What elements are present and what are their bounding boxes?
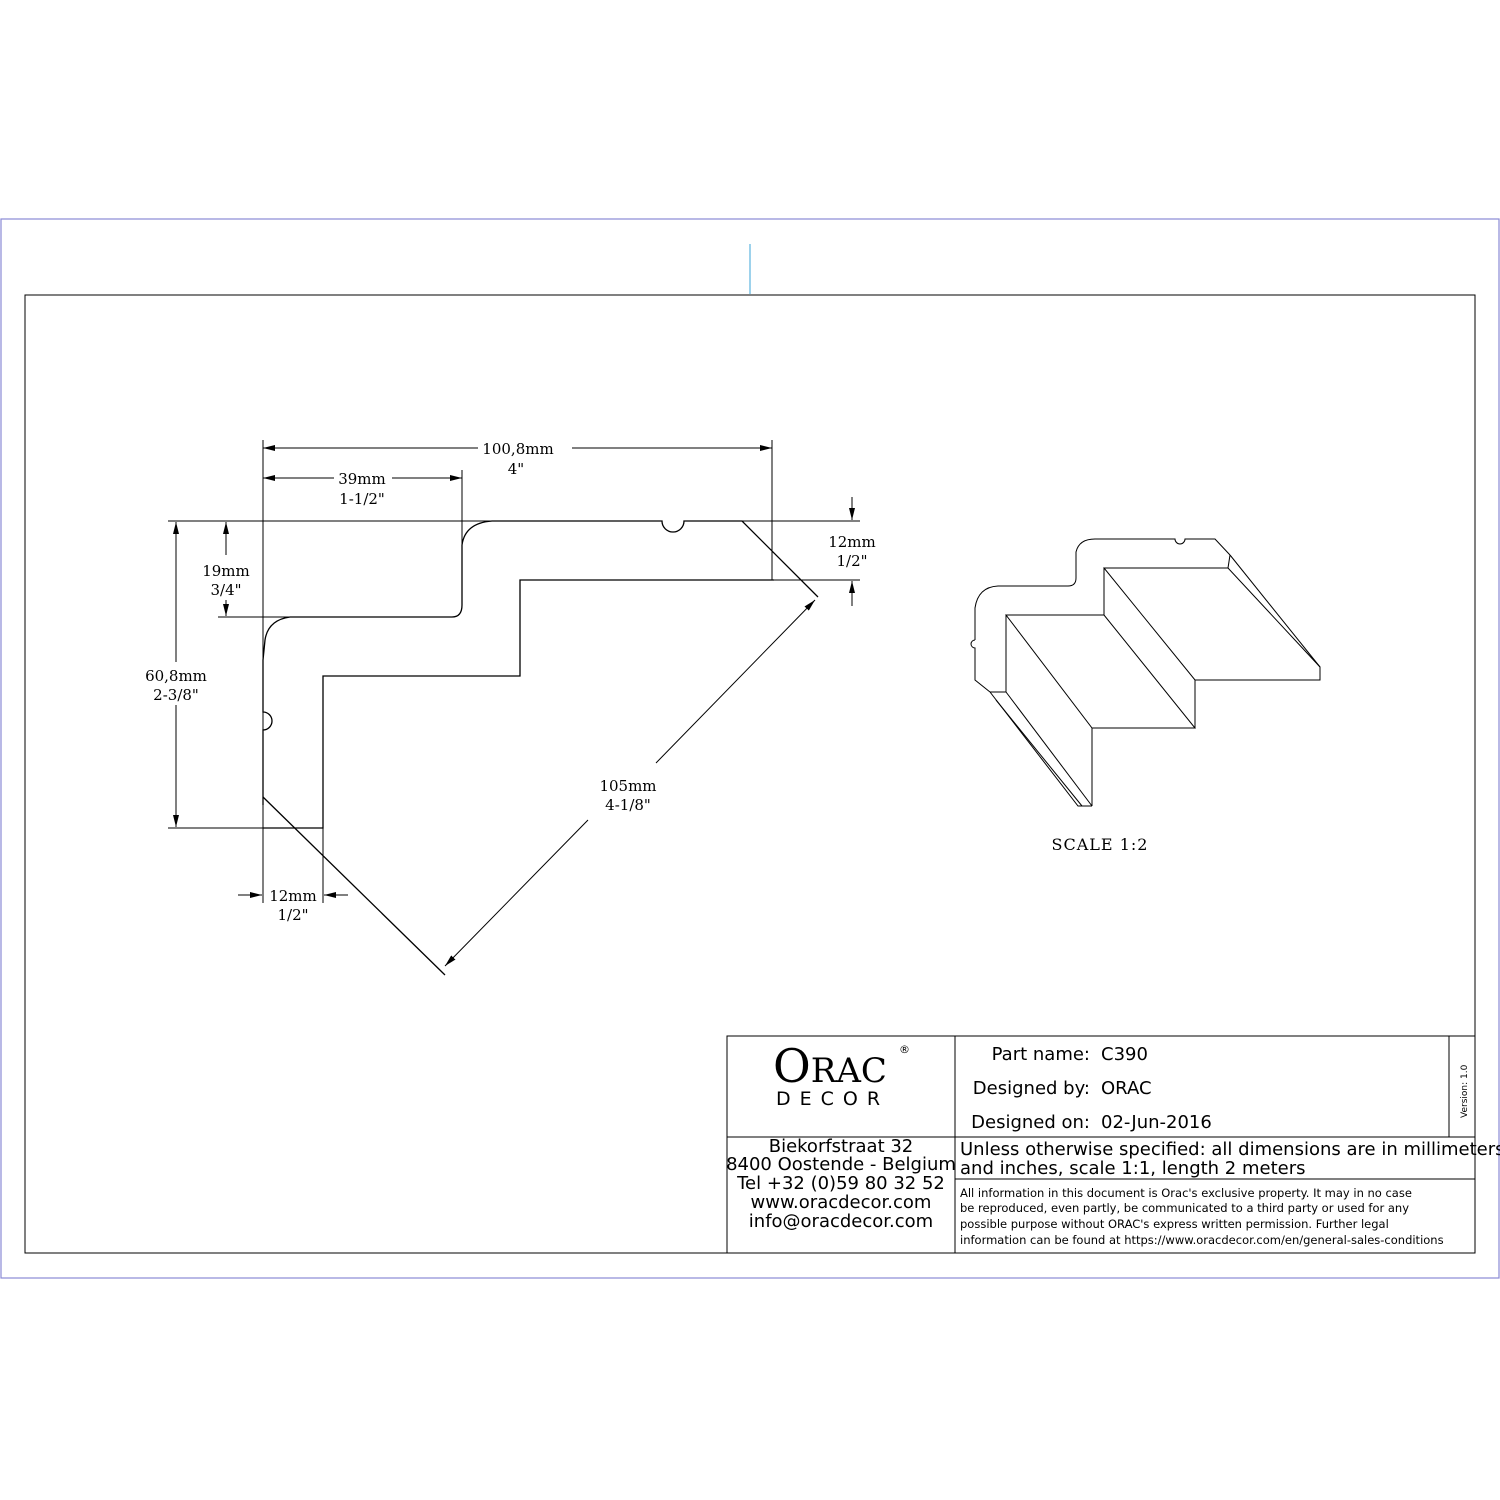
logo-brand-sub: DECOR <box>776 1088 889 1110</box>
sheet-border <box>0 218 1500 1279</box>
dimension-right-thickness: 12mm 1/2" <box>828 497 876 606</box>
dim-bottom-thickness-inch: 1/2" <box>277 906 308 924</box>
dimension-total-height: 60,8mm 2-3/8" <box>145 522 207 827</box>
designed-on-label: Designed on: <box>971 1112 1090 1133</box>
legal-line-1: All information in this document is Orac… <box>960 1186 1412 1200</box>
company-address: Biekorfstraat 32 8400 Oostende - Belgium… <box>726 1136 956 1232</box>
designed-on-value: 02-Jun-2016 <box>1101 1112 1212 1133</box>
dimension-top-depth: 19mm 3/4" <box>202 522 250 616</box>
address-street: Biekorfstraat 32 <box>769 1136 914 1157</box>
dim-right-thickness-mm: 12mm <box>828 533 876 551</box>
dim-top-depth-inch: 3/4" <box>210 581 241 599</box>
version-label: Version: 1.0 <box>1460 1064 1470 1118</box>
orac-decor-logo: ORAC ® DECOR <box>773 1039 910 1110</box>
legal-line-4: information can be found at https://www.… <box>960 1233 1444 1247</box>
drawing-frame <box>24 294 1476 1254</box>
dim-bottom-thickness-mm: 12mm <box>269 887 317 905</box>
dim-diagonal-inch: 4-1/8" <box>605 796 651 814</box>
address-phone: Tel +32 (0)59 80 32 52 <box>736 1173 945 1194</box>
scale-label: SCALE 1:2 <box>1052 835 1149 854</box>
dim-top-step-mm: 39mm <box>338 470 386 488</box>
dim-total-height-inch: 2-3/8" <box>153 686 199 704</box>
spec-line-1: Unless otherwise specified: all dimensio… <box>960 1139 1500 1160</box>
logo-brand-rest: RAC <box>811 1051 887 1091</box>
part-name-value: C390 <box>1101 1044 1148 1065</box>
dim-total-width-inch: 4" <box>508 460 524 478</box>
dimension-top-step: 39mm 1-1/2" <box>263 470 462 508</box>
profile-section <box>262 520 819 976</box>
spec-line-2: and inches, scale 1:1, length 2 meters <box>960 1158 1306 1179</box>
isometric-view <box>970 538 1321 807</box>
dim-right-thickness-inch: 1/2" <box>836 552 867 570</box>
extension-lines <box>168 440 860 903</box>
legal-line-3: possible purpose without ORAC's express … <box>960 1217 1389 1231</box>
dim-total-height-mm: 60,8mm <box>145 667 207 685</box>
legal-line-2: be reproduced, even partly, be communica… <box>960 1201 1409 1215</box>
dim-top-depth-mm: 19mm <box>202 562 250 580</box>
svg-text:ORAC: ORAC <box>773 1039 887 1093</box>
part-name-label: Part name: <box>992 1044 1090 1065</box>
logo-brand-first: O <box>773 1039 811 1093</box>
dimension-bottom-thickness: 12mm 1/2" <box>238 887 348 924</box>
dimension-diagonal: 105mm 4-1/8" <box>444 599 816 967</box>
title-block: ORAC ® DECOR Biekorfstraat 32 8400 Ooste… <box>726 1035 1500 1254</box>
dim-top-step-inch: 1-1/2" <box>339 490 385 508</box>
dimension-total-width: 100,8mm 4" <box>263 440 772 478</box>
designed-by-label: Designed by: <box>973 1078 1090 1099</box>
designed-by-value: ORAC <box>1101 1078 1152 1099</box>
address-city: 8400 Oostende - Belgium <box>726 1154 956 1175</box>
address-email: info@oracdecor.com <box>749 1211 933 1232</box>
logo-registered: ® <box>899 1043 910 1056</box>
dim-diagonal-mm: 105mm <box>599 777 656 795</box>
address-website: www.oracdecor.com <box>751 1192 932 1213</box>
dim-total-width-mm: 100,8mm <box>482 440 553 458</box>
